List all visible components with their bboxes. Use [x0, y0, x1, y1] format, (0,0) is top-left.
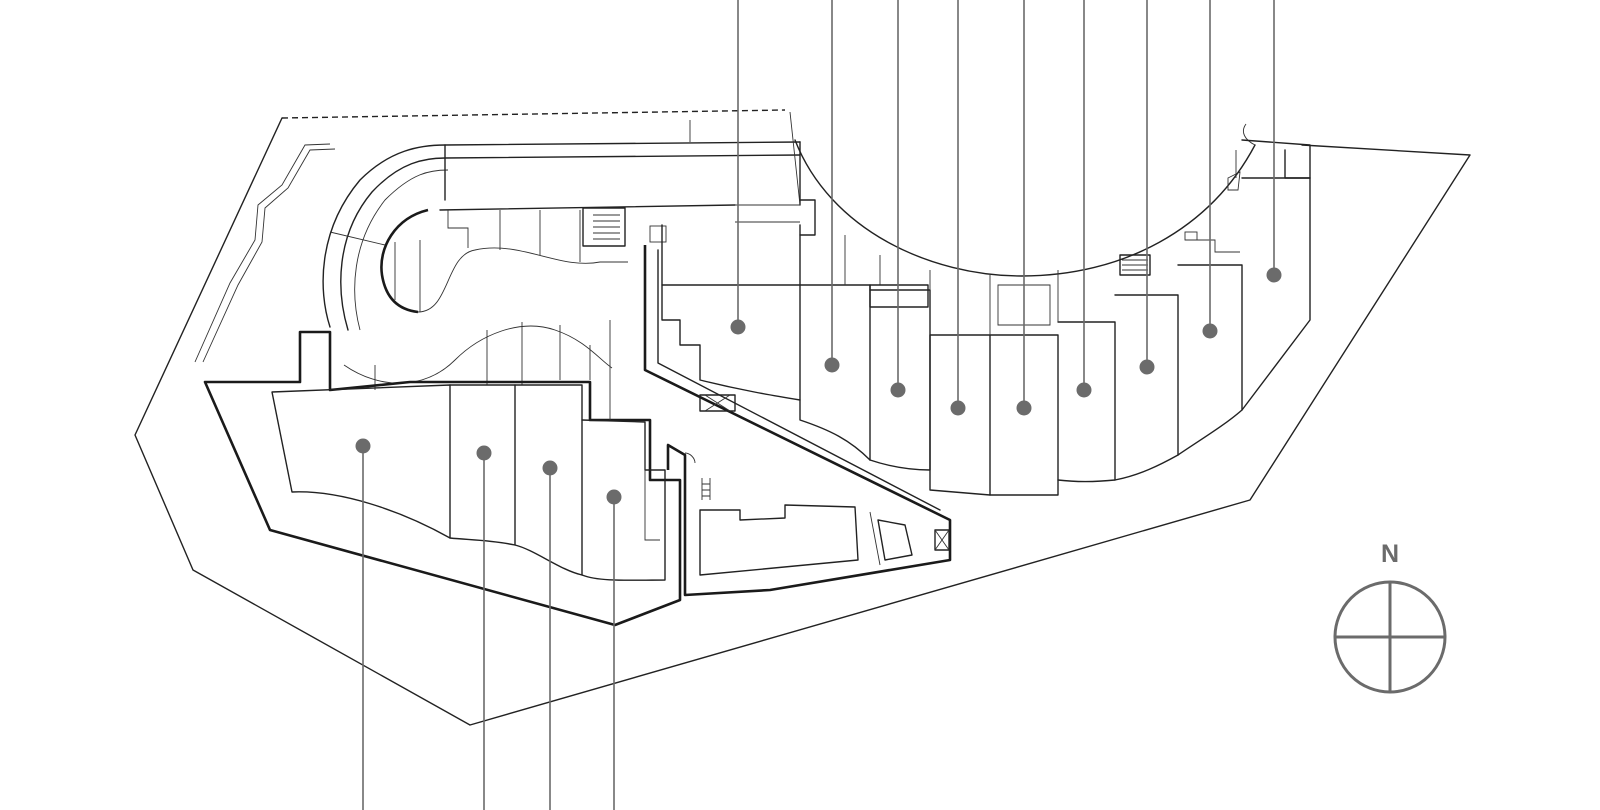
unit-marker-unit-12[interactable]	[1202, 323, 1218, 339]
west-block	[203, 320, 682, 627]
unit-marker-unit-02[interactable]	[476, 445, 492, 461]
central-block	[643, 245, 952, 597]
unit-marker-unit-09[interactable]	[1016, 400, 1032, 416]
unit-marker-unit-04[interactable]	[606, 489, 622, 505]
unit-markers	[355, 0, 1282, 810]
courtyard-arc	[794, 123, 1256, 277]
ramp	[322, 111, 801, 390]
unit-marker-unit-13[interactable]	[1266, 267, 1282, 283]
site-boundary	[134, 109, 1471, 726]
unit-marker-unit-01[interactable]	[355, 438, 371, 454]
unit-marker-unit-11[interactable]	[1139, 359, 1155, 375]
unit-marker-unit-06[interactable]	[824, 357, 840, 373]
west-edge-detail	[194, 143, 331, 363]
unit-marker-unit-08[interactable]	[950, 400, 966, 416]
west-edge-detail-inner	[202, 148, 336, 363]
north-arrow: N	[1333, 540, 1447, 694]
north-label: N	[1381, 540, 1399, 568]
stair-north	[582, 207, 667, 247]
unit-marker-unit-03[interactable]	[542, 460, 558, 476]
unit-marker-unit-07[interactable]	[890, 382, 906, 398]
compass-cross	[1335, 582, 1445, 692]
unit-marker-unit-05[interactable]	[730, 319, 746, 335]
east-wing	[661, 139, 1311, 496]
unit-marker-unit-10[interactable]	[1076, 382, 1092, 398]
